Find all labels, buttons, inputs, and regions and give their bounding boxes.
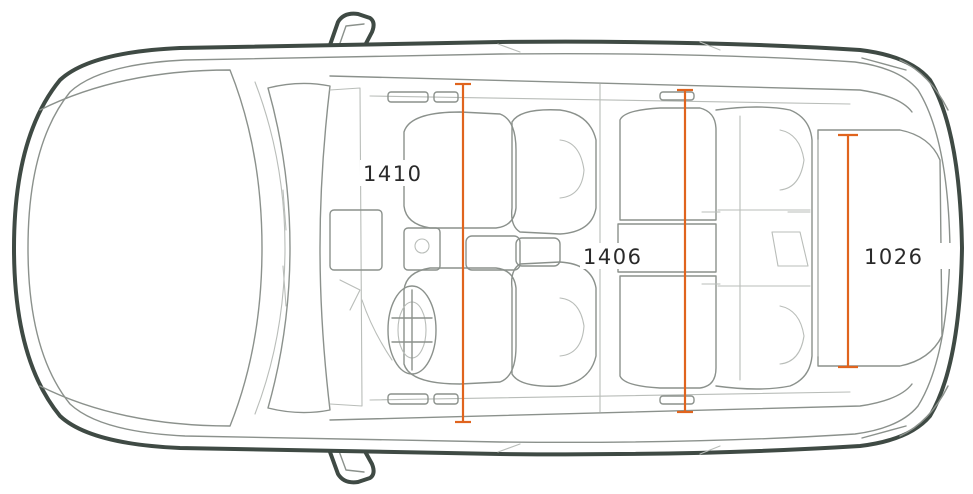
front-seat-left — [403, 109, 597, 235]
trunk-area — [817, 129, 943, 367]
car-body-outline — [12, 39, 964, 457]
steering-wheel — [387, 285, 437, 375]
hood — [39, 69, 263, 427]
center-console — [329, 209, 561, 361]
trunk-width-label: 1026 — [864, 245, 923, 269]
rear-bench-seat — [617, 106, 813, 390]
front-width-label: 1410 — [363, 162, 422, 186]
door-handles — [387, 91, 695, 405]
dimension-front-width — [455, 82, 471, 424]
rear-width-label: 1406 — [583, 245, 642, 269]
dimension-rear-width — [677, 88, 693, 414]
dimension-trunk-width — [838, 133, 858, 369]
windshield — [267, 82, 331, 414]
